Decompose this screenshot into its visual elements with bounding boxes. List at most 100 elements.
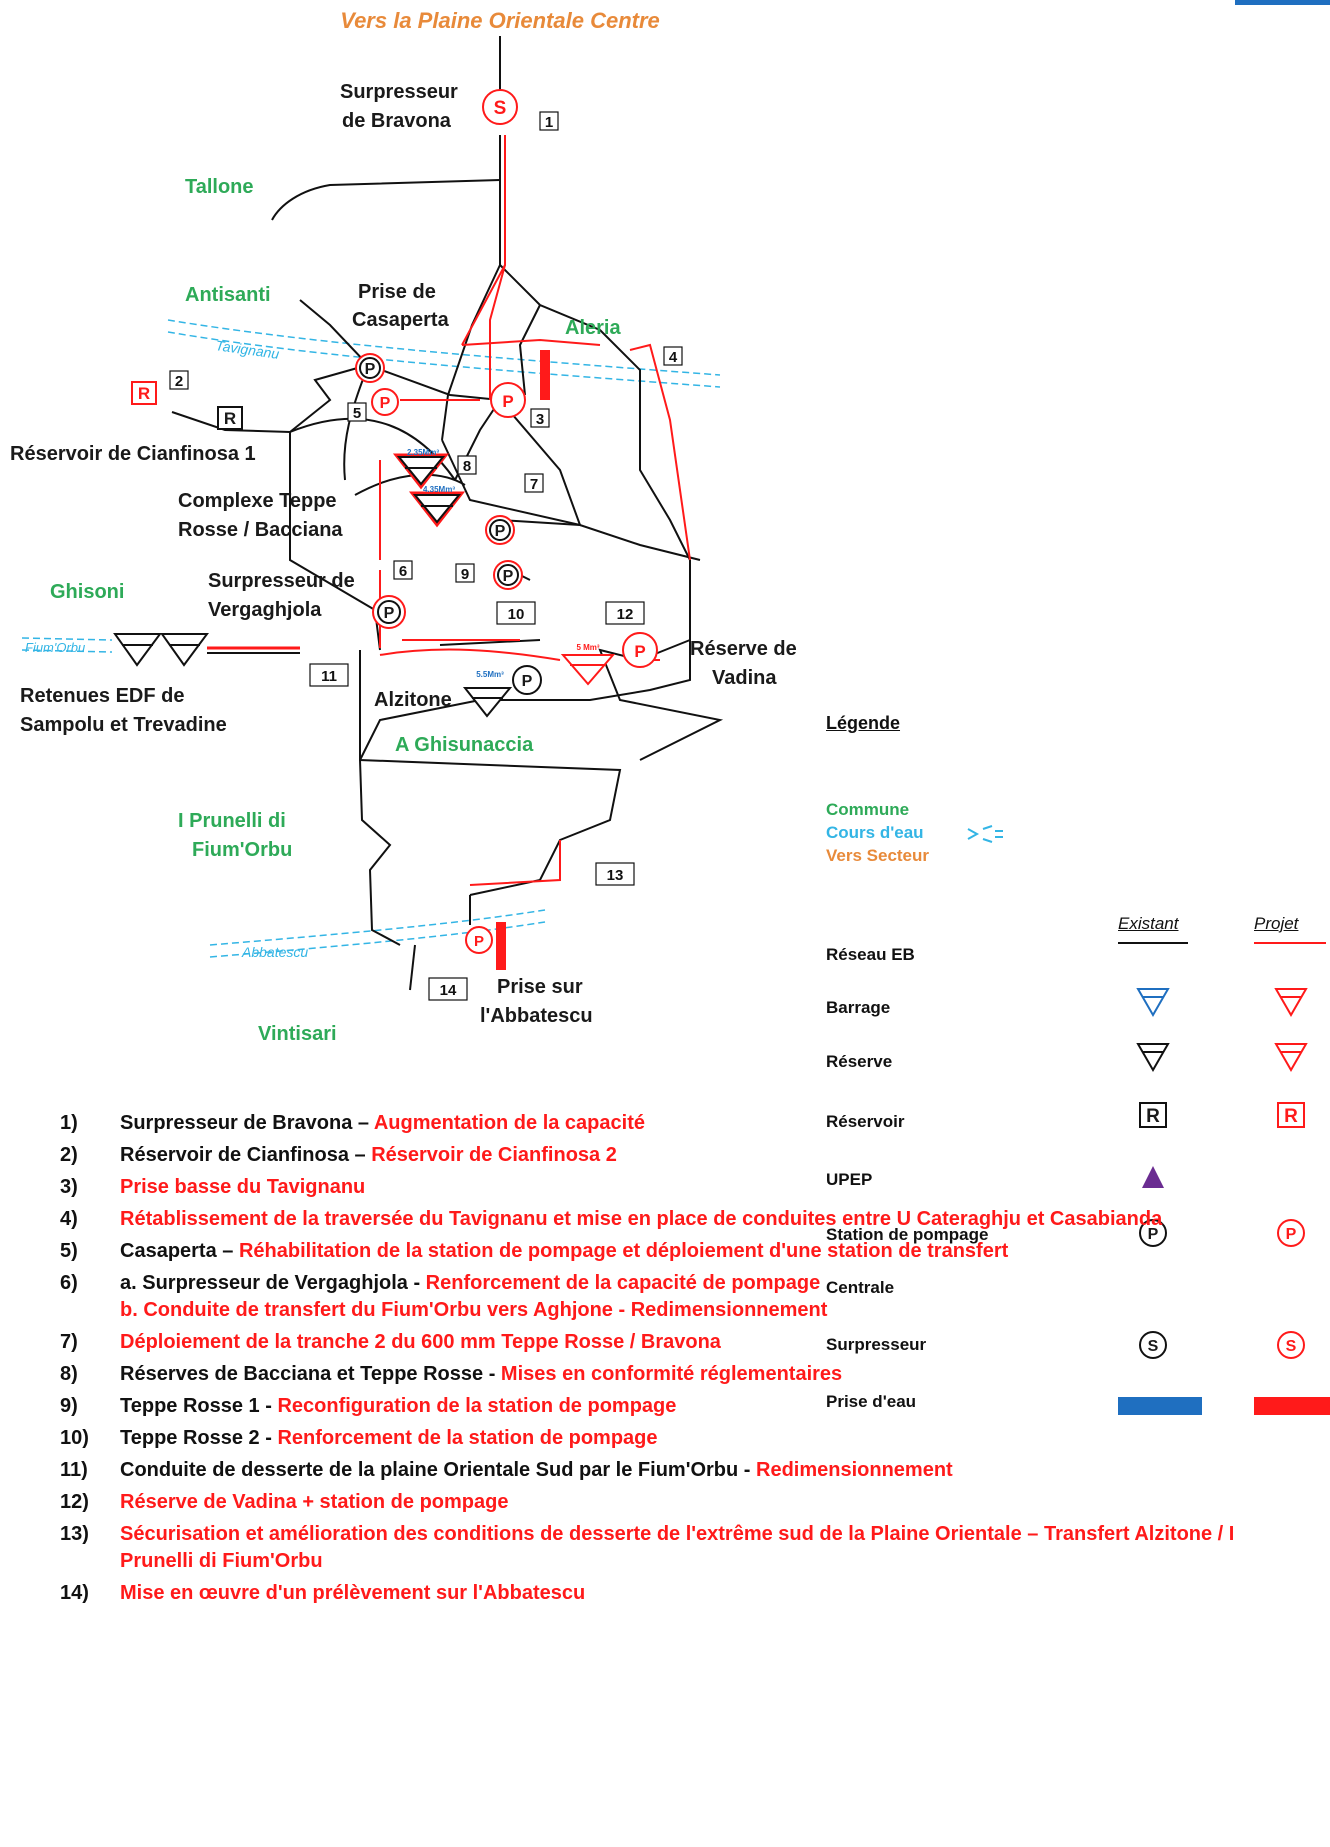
marker-1: 1 — [539, 111, 559, 131]
reserve-bacciana-capacity: 2.35Mm³ — [407, 448, 439, 457]
pump-casaperta-project: P — [371, 388, 399, 416]
legend-row-dam: Barrage — [826, 998, 891, 1017]
network-map: S P P P P P P P P P R — [10, 0, 1330, 1045]
legend-reserve-project — [1274, 1043, 1308, 1073]
river-label-fiumorbu: Fium'Orbu — [25, 640, 85, 655]
label-abbatescu-1: Prise sur — [497, 976, 583, 998]
marker-14: 14 — [428, 977, 468, 1001]
marker-14-text: 14 — [440, 982, 457, 999]
reserve-alzitone: 5.5Mm³ — [462, 670, 513, 718]
legend-upep-existing — [1142, 1166, 1164, 1188]
reserve-alzitone-capacity: 5.5Mm³ — [476, 670, 504, 679]
project-item: 10)Teppe Rosse 2 - Renforcement de la st… — [60, 1425, 1310, 1452]
commune-aleria: Aleria — [565, 317, 621, 339]
pump-teppe-2: P — [493, 560, 523, 590]
project-item: 11) Conduite de desserte de la plaine Ori… — [60, 1457, 1310, 1484]
pump-teppe-2-symbol: P — [503, 568, 514, 585]
project-item: 3) Prise basse du Tavignanu — [60, 1174, 1310, 1201]
marker-3: 3 — [530, 408, 550, 428]
legend-pump-existing-symbol: P — [1148, 1226, 1159, 1243]
pump-casaperta-existing: P — [355, 353, 385, 383]
project-title: Réservoir de Cianfinosa – — [120, 1144, 372, 1166]
project-description: Réservoir de Cianfinosa 2 — [371, 1144, 617, 1166]
project-description: Déploiement de la tranche 2 du 600 mm Te… — [120, 1331, 721, 1353]
project-description: Reconfiguration de la station de pompage — [277, 1395, 677, 1417]
pump-teppe-1: P — [485, 515, 515, 545]
reserve-teppe-rosse: 4.35Mm³ — [408, 485, 466, 528]
legend-key-river: Cours d'eau — [826, 823, 924, 842]
reserve-teppe-rosse-capacity: 4.35Mm³ — [423, 485, 455, 494]
project-description: Réhabilitation de la station de pompage … — [238, 1240, 1009, 1262]
legend-col-project: Projet — [1254, 914, 1299, 933]
project-title: Conduite de desserte de la plaine Orient… — [120, 1459, 756, 1481]
marker-4: 4 — [663, 346, 683, 366]
project-description: Mises en conformité réglementaires — [500, 1363, 843, 1385]
reserve-bacciana: 2.35Mm³ — [392, 448, 450, 490]
label-vergaghjola-1: Surpresseur de — [208, 570, 355, 592]
legend-pump-project: P — [1277, 1219, 1305, 1247]
label-teppe-1: Complexe Teppe — [178, 490, 337, 512]
legend-key-commune: Commune — [826, 800, 910, 819]
pump-alzitone: P — [512, 665, 542, 695]
label-alzitone: Alzitone — [374, 689, 452, 711]
marker-5: 5 — [347, 402, 367, 422]
corner-mark — [1235, 0, 1330, 5]
legend-booster-project: S — [1277, 1331, 1305, 1359]
river-fiumorbu — [21, 637, 113, 653]
project-number: 2) — [60, 1144, 78, 1166]
river-abbatescu — [209, 909, 546, 958]
legend-river-icon — [967, 825, 1003, 843]
label-vadina-2: Vadina — [712, 667, 777, 689]
project-number: 7) — [60, 1331, 78, 1353]
marker-8: 8 — [457, 455, 477, 475]
booster-bravona-symbol: S — [494, 98, 507, 119]
legend-row-booster: Surpresseur — [826, 1335, 927, 1354]
project-description: Réserve de Vadina + station de pompage — [120, 1491, 509, 1513]
project-subitem: b. Conduite de transfert du Fium'Orbu ve… — [120, 1299, 828, 1321]
reservoir-cianfinosa-2-project: R — [131, 381, 157, 405]
pump-abbatescu-project: P — [465, 926, 493, 954]
marker-8-text: 8 — [463, 458, 471, 475]
label-casaperta-2: Casaperta — [352, 309, 450, 331]
project-description: Prise basse du Tavignanu — [120, 1176, 366, 1198]
project-item: 2) Réservoir de Cianfinosa – Réservoir de… — [60, 1142, 1310, 1169]
marker-11: 11 — [309, 663, 349, 687]
river-label-abbatescu: Abbatescu — [241, 944, 308, 960]
legend-title: Légende — [826, 713, 901, 733]
legend-row-plant: Centrale — [826, 1278, 895, 1297]
label-edf-2: Sampolu et Trevadine — [20, 714, 227, 736]
pump-casaperta-existing-symbol: P — [365, 361, 376, 378]
reserve-vadina-capacity: 5 Mm³ — [576, 643, 599, 652]
pump-vadina-project: P — [622, 632, 658, 668]
project-title: Teppe Rosse 1 - — [120, 1395, 278, 1417]
project-number: 9) — [60, 1395, 78, 1417]
project-number: 11) — [60, 1459, 88, 1481]
project-description: Redimensionnement — [756, 1459, 953, 1481]
commune-vintisari: Vintisari — [258, 1023, 337, 1045]
project-item: 8)Réserves de Bacciana et Teppe Rosse - … — [60, 1361, 1310, 1388]
marker-7-text: 7 — [530, 476, 538, 493]
marker-4-text: 4 — [669, 349, 678, 366]
project-item: 12) Réserve de Vadina + station de pompag… — [60, 1489, 1310, 1516]
project-number: 8) — [60, 1363, 78, 1385]
top-direction-label: Vers la Plaine Orientale Centre — [340, 8, 660, 33]
marker-12: 12 — [605, 601, 645, 625]
legend-reservoir-existing-symbol: R — [1146, 1106, 1160, 1127]
project-number: 10) — [60, 1427, 89, 1449]
marker-6-text: 6 — [399, 563, 407, 580]
project-list: 1)Surpresseur de Bravona – Augmentation … — [60, 1110, 1310, 1612]
legend-row-network: Réseau EB — [826, 945, 915, 964]
booster-bravona: S — [482, 89, 518, 125]
project-number: 3) — [60, 1176, 78, 1198]
project-item: 9) Teppe Rosse 1 - Reconfiguration de la … — [60, 1393, 1310, 1420]
legend-pump-existing: P — [1139, 1219, 1167, 1247]
project-number: 5) — [60, 1240, 78, 1262]
river-label-tavignanu: Tavignanu — [215, 337, 281, 362]
project-number: 12) — [60, 1491, 89, 1513]
legend-reservoir-project: R — [1277, 1102, 1305, 1128]
pump-vadina-project-symbol: P — [634, 642, 645, 661]
project-item: 7) Déploiement de la tranche 2 du 600 mm … — [60, 1329, 1310, 1356]
marker-6: 6 — [393, 560, 413, 580]
project-item: 14)Mise en œuvre d'un prélèvement sur l'… — [60, 1580, 1310, 1607]
label-vergaghjola-2: Vergaghjola — [208, 599, 322, 621]
